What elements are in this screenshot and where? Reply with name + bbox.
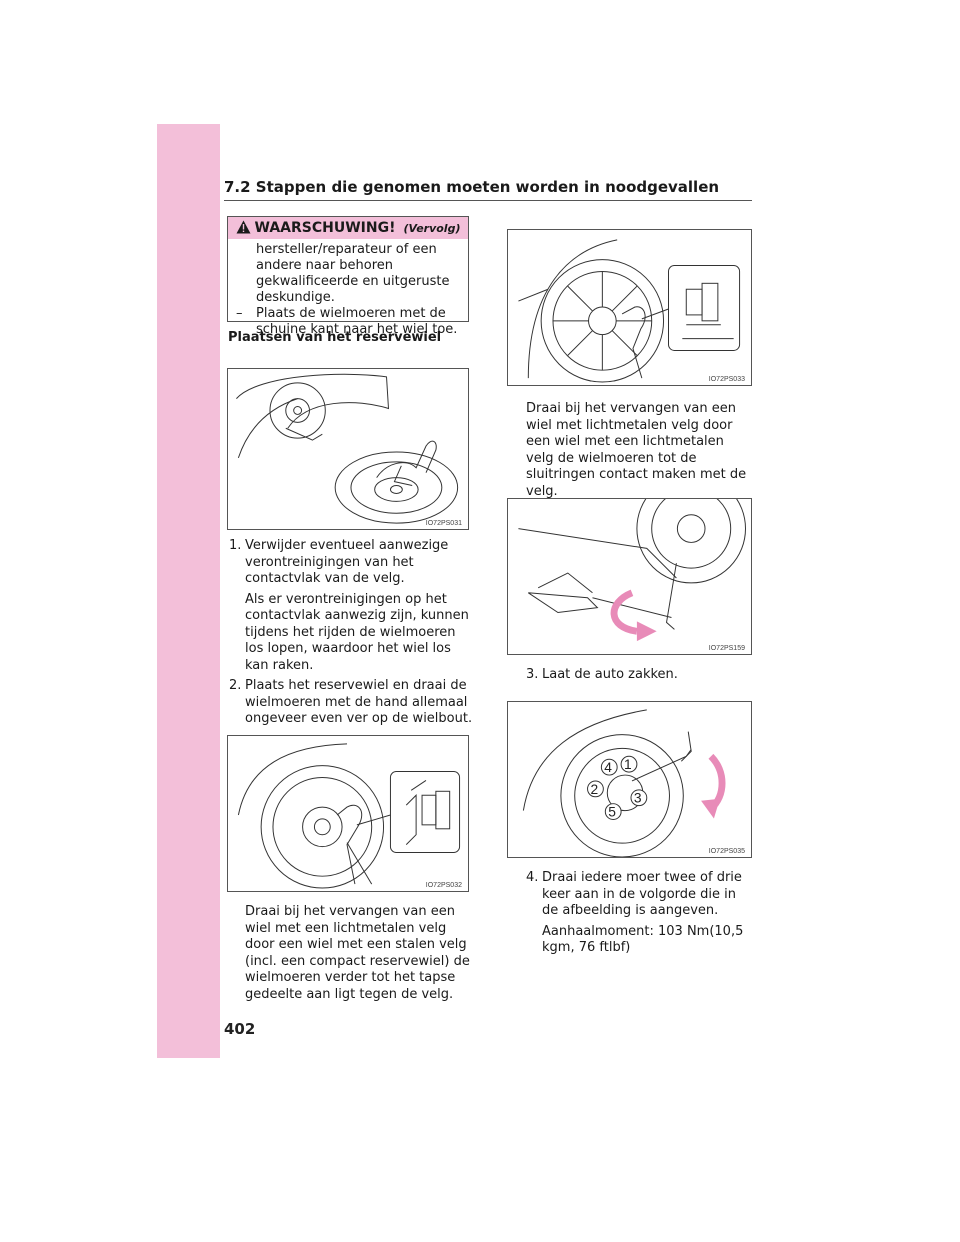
callout-2: 2 (591, 781, 599, 797)
step-2-number: 2. (229, 678, 242, 693)
page-number: 402 (224, 1020, 256, 1038)
figure-lower-vehicle: IO72PS159 (507, 498, 752, 655)
alloy-wheel-note: Draai bij het vervangen van een wiel met… (526, 401, 747, 499)
warning-title: WAARSCHUWING! (254, 220, 396, 236)
figure-code: IO72PS035 (708, 848, 745, 855)
step-4-number: 4. (526, 870, 539, 885)
warning-bullet-text: Plaats de wielmoeren met de schuine kant… (256, 306, 458, 337)
warning-continued-text: hersteller/reparateur of een andere naar… (256, 242, 450, 305)
figure-code: IO72PS159 (708, 645, 745, 652)
step-4: 4. Draai iedere moer twee of drie keer a… (526, 870, 754, 920)
warning-box: WAARSCHUWING! (Vervolg) hersteller/repar… (227, 216, 469, 337)
step-2-text: Plaats het reservewiel en draai de wielm… (245, 678, 473, 726)
figure-code: IO72PS033 (708, 376, 745, 383)
illustration-steel-wheel (237, 743, 461, 889)
illustration-alloy-wheel (518, 239, 741, 383)
illustration-nut-sequence: 4 1 2 3 5 (522, 709, 726, 857)
step-1-note: Als er verontreinigingen op het contactv… (245, 591, 469, 673)
figure-steel-wheel-nut: IO72PS032 (227, 735, 469, 892)
step-3-number: 3. (526, 667, 539, 682)
warning-triangle-icon (236, 219, 251, 238)
step-4-block: 4. Draai iedere moer twee of drie keer a… (526, 870, 754, 961)
warning-header: WAARSCHUWING! (Vervolg) (228, 217, 468, 239)
subheading: Plaatsen van het reservewiel (228, 330, 442, 345)
figure-spare-wheel-cleaning: IO72PS031 (227, 368, 469, 530)
step-4-text: Draai iedere moer twee of drie keer aan … (542, 870, 742, 918)
bullet-dash: – (236, 306, 243, 321)
step-1-text: Verwijder eventueel aanwezige verontrein… (245, 538, 449, 586)
steps-left-column: 1. Verwijder eventueel aanwezige verontr… (229, 538, 474, 728)
section-header: 7.2 Stappen die genomen moeten worden in… (224, 178, 752, 201)
figure-code: IO72PS031 (425, 520, 462, 527)
callout-3: 3 (634, 790, 642, 806)
callout-5: 5 (608, 804, 616, 820)
callout-4: 4 (604, 759, 612, 775)
illustration-jack-lowering (518, 499, 746, 642)
figure-alloy-wheel-nut: IO72PS033 (507, 229, 752, 386)
torque-spec: Aanhaalmoment: 103 Nm(10,5 kgm, 76 ftlbf… (542, 923, 744, 956)
warning-bullet: – Plaats de wielmoeren met de schuine ka… (236, 306, 460, 338)
illustration-clean-hub (236, 373, 459, 524)
warning-subtitle: (Vervolg) (403, 221, 461, 235)
step-3: 3. Laat de auto zakken. (526, 667, 752, 684)
callout-1: 1 (624, 756, 632, 772)
step-1: 1. Verwijder eventueel aanwezige verontr… (229, 538, 474, 588)
chapter-sidebar-tab (157, 124, 220, 1058)
warning-body: hersteller/reparateur of een andere naar… (228, 239, 468, 338)
steel-wheel-note: Draai bij het vervangen van een wiel met… (245, 904, 470, 1002)
step-3-text: Laat de auto zakken. (542, 667, 678, 682)
step-1-number: 1. (229, 538, 242, 553)
step-2: 2. Plaats het reservewiel en draai de wi… (229, 678, 474, 728)
figure-tighten-order: 4 1 2 3 5 IO72PS035 (507, 701, 752, 858)
figure-code: IO72PS032 (425, 882, 462, 889)
